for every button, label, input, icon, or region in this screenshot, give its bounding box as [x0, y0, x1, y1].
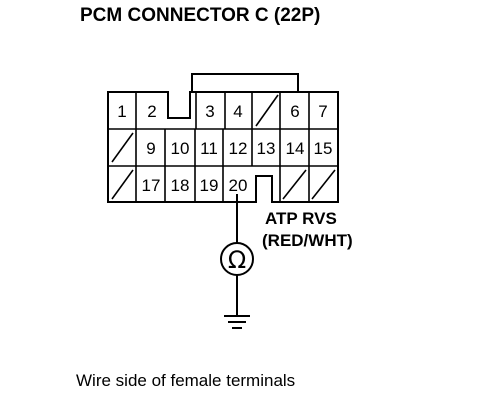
terminal-4: 4 — [233, 102, 242, 121]
connector-outline — [107, 91, 339, 203]
terminal-10: 10 — [171, 139, 190, 158]
terminal-7: 7 — [318, 102, 327, 121]
terminal-20: 20 — [229, 176, 248, 195]
empty-cavity-16 — [111, 169, 134, 200]
empty-cavity-21 — [282, 169, 307, 200]
connector-lock-tab — [191, 73, 299, 92]
terminal-2: 2 — [147, 102, 156, 121]
signal-label: ATP RVS — [265, 209, 337, 228]
terminal-18: 18 — [171, 176, 190, 195]
ground-icon — [224, 315, 250, 329]
terminal-17: 17 — [142, 176, 161, 195]
terminal-9: 9 — [146, 139, 155, 158]
empty-cavity-8 — [111, 132, 134, 163]
terminal-3: 3 — [205, 102, 214, 121]
wire-color-label: (RED/WHT) — [262, 231, 353, 250]
terminal-14: 14 — [286, 139, 305, 158]
empty-cavity-5 — [255, 94, 279, 127]
terminal-12: 12 — [229, 139, 248, 158]
terminal-13: 13 — [257, 139, 276, 158]
terminal-11: 11 — [200, 139, 218, 158]
empty-cavity-22 — [311, 169, 336, 200]
terminal-6: 6 — [290, 102, 299, 121]
cavity-grid — [108, 92, 338, 202]
terminal-numbers: 1 2 3 4 6 7 9 10 11 12 13 14 15 17 18 19… — [117, 102, 332, 195]
diagram-caption: Wire side of female terminals — [76, 371, 295, 390]
diagram-title: PCM CONNECTOR C (22P) — [80, 5, 320, 26]
ohm-icon: Ω — [228, 246, 246, 274]
terminal-1: 1 — [117, 102, 126, 121]
terminal-19: 19 — [200, 176, 219, 195]
empty-cavities — [111, 94, 336, 200]
terminal-15: 15 — [314, 139, 333, 158]
